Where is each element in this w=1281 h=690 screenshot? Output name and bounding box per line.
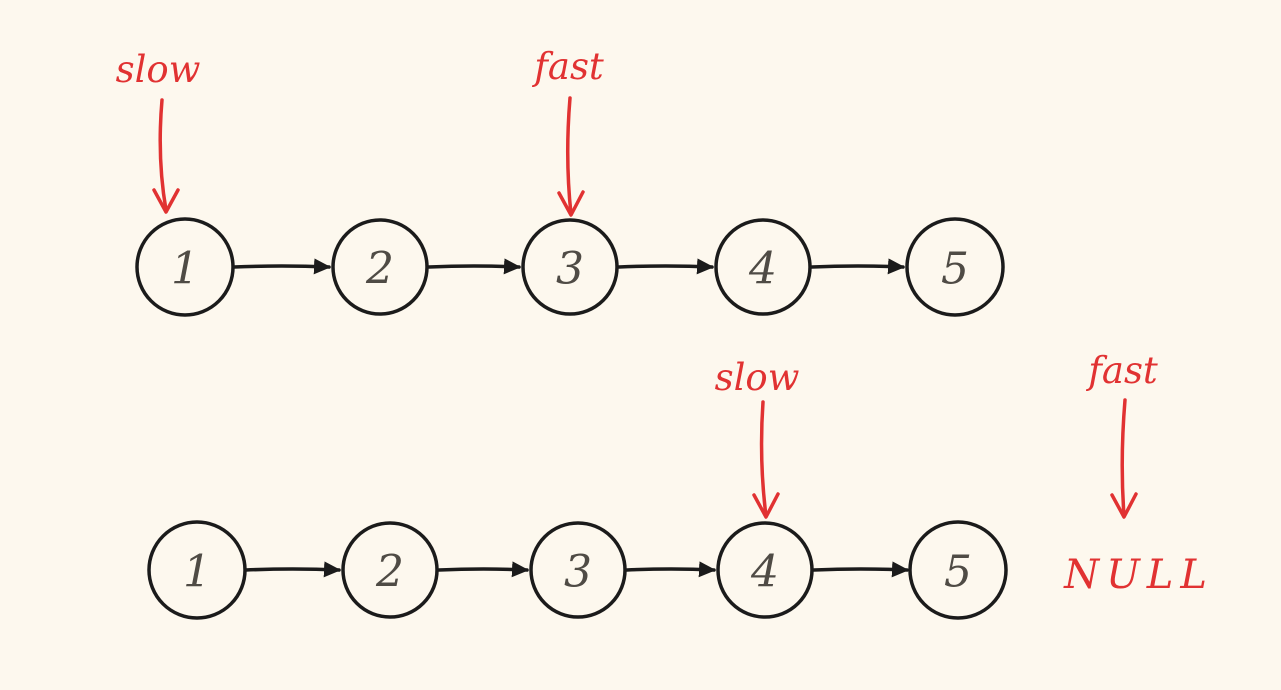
pointer-arrow-fast <box>1120 398 1127 518</box>
pointer-arrowhead <box>557 190 585 217</box>
pointer-annotations: slow fast slow fast NULL <box>116 45 1214 598</box>
node-value: 3 <box>564 547 592 598</box>
next-arrow <box>625 561 716 578</box>
pointer-arrowhead <box>1110 492 1138 519</box>
next-arrow <box>437 561 529 578</box>
next-arrow <box>427 258 521 275</box>
node-value: 5 <box>941 244 969 295</box>
pointer-arrow-slow <box>158 98 168 212</box>
next-arrow <box>617 258 714 275</box>
node-value: 4 <box>748 244 777 295</box>
pointer-label-fast: fast <box>531 45 604 88</box>
pointer-arrow-slow <box>759 400 768 518</box>
node-value: 1 <box>171 244 199 295</box>
node-circle <box>521 218 619 316</box>
linked-list-row-2: 1 2 3 4 5 <box>147 520 1008 620</box>
next-arrow <box>812 561 909 578</box>
pointer-label-fast: fast <box>1085 349 1158 392</box>
node-circle <box>714 218 812 316</box>
pointer-label-slow: slow <box>715 356 800 399</box>
node-circle <box>905 217 1005 317</box>
pointer-label-slow: slow <box>116 48 201 91</box>
null-label: NULL <box>1063 552 1214 598</box>
pointer-arrow-fast <box>565 96 573 216</box>
pointer-arrowhead <box>752 492 780 519</box>
node-value: 3 <box>556 244 584 295</box>
next-arrow <box>244 561 341 578</box>
node-value: 1 <box>183 547 211 598</box>
next-arrow <box>232 258 331 275</box>
node-circle <box>331 218 429 316</box>
next-arrow <box>810 258 905 275</box>
node-circle <box>341 521 439 619</box>
linked-list-row-1: 1 2 3 4 5 <box>135 217 1005 317</box>
node-value: 5 <box>944 547 972 598</box>
node-circle <box>529 521 627 619</box>
pointer-arrowhead <box>152 188 180 214</box>
node-circle <box>716 521 814 619</box>
node-value: 2 <box>365 244 394 295</box>
node-value: 4 <box>750 547 779 598</box>
node-circle <box>908 520 1008 620</box>
node-value: 2 <box>375 547 404 598</box>
